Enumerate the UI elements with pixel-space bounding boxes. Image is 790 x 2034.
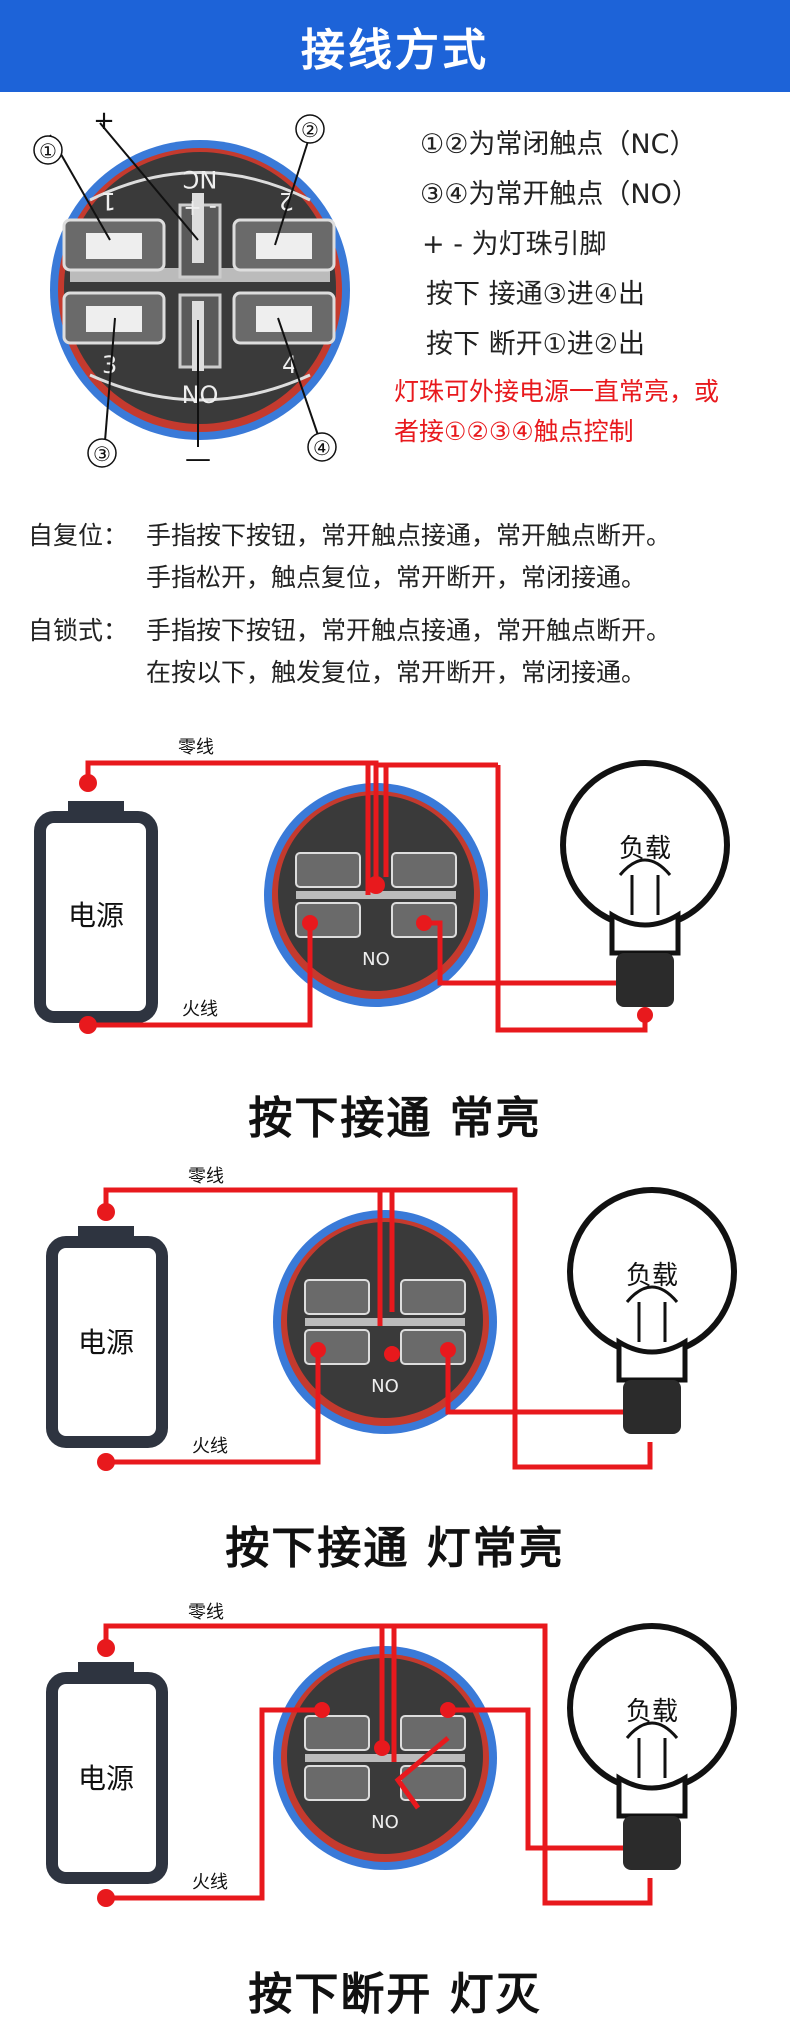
mode-row-reset: 自复位： 手指按下按钮，常开触点接通，常开触点断开。手指松开，触点复位，常开断开，… [28, 515, 671, 599]
mode-line: 手指按下按钮，常开触点接通，常开触点断开。 [146, 616, 672, 645]
mode-line: 手指松开，触点复位，常开断开，常闭接通。 [146, 563, 647, 592]
mode-label: 自锁式： [28, 616, 129, 645]
header-banner: 接线方式 [0, 0, 790, 92]
mode-line: 在按以下，触发复位，常开断开，常闭接通。 [146, 658, 647, 687]
no-label: NO [371, 1376, 399, 1397]
no-label: NO [182, 381, 219, 409]
load-label: 负载 [626, 1261, 678, 1291]
load-label: 负载 [626, 1697, 678, 1727]
mode-label: 自复位： [28, 521, 129, 550]
pin3-callout: ③ [93, 442, 111, 466]
plus-callout: + [93, 106, 115, 136]
wiring-diagram-1: 电源 NO 零线 火线 负载 [34, 737, 730, 1034]
live-wire-label: 火线 [192, 1872, 228, 1893]
power-source-label: 电源 [78, 1326, 134, 1359]
legend-line-4: 按下 接通③进④出 [426, 279, 645, 310]
switch-pinout-diagram: NC NO - + 1 2 3 4 ① ② ③ ④ + — [33, 106, 350, 474]
diagram-caption: 按下接通 常亮 [248, 1093, 542, 1144]
no-label: NO [371, 1812, 399, 1833]
pin1-callout: ① [39, 139, 57, 163]
mode-row-latch: 自锁式： 手指按下按钮，常开触点接通，常开触点断开。在按以下，触发复位，常开断开，… [28, 610, 671, 694]
nc-label: NC [183, 165, 218, 193]
neutral-wire-label: 零线 [178, 737, 214, 758]
power-source-label: 电源 [78, 1762, 134, 1795]
diagram-caption: 按下接通 灯常亮 [225, 1523, 565, 1574]
legend-line-5: 按下 断开①进②出 [426, 329, 645, 360]
live-wire-label: 火线 [192, 1436, 228, 1457]
pin4-callout: ④ [313, 436, 331, 460]
legend-note-2: 者接①②③④触点控制 [394, 417, 634, 446]
wiring-diagram-2: 电源 NO 零线 火线 负载 [46, 1166, 737, 1471]
minus-callout: — [185, 444, 211, 474]
load-label: 负载 [619, 834, 671, 864]
no-label: NO [362, 949, 390, 970]
mode-line: 手指按下按钮，常开触点接通，常开触点断开。 [146, 521, 672, 550]
pm-label: - + [183, 195, 216, 220]
page-title: 接线方式 [301, 25, 489, 76]
power-source-label: 电源 [68, 899, 124, 932]
num4-label: 4 [282, 351, 297, 379]
neutral-wire-label: 零线 [188, 1166, 224, 1187]
legend-line-3: + - 为灯珠引脚 [422, 229, 607, 260]
num1-label: 1 [101, 187, 116, 215]
diagram-caption: 按下断开 灯灭 [248, 1969, 542, 2020]
legend-line-2: ③④为常开触点（NO） [420, 179, 699, 210]
legend-note-1: 灯珠可外接电源一直常亮，或 [394, 377, 720, 406]
neutral-wire-label: 零线 [188, 1602, 224, 1623]
num3-label: 3 [102, 351, 117, 379]
live-wire-label: 火线 [182, 999, 218, 1020]
legend-line-1: ①②为常闭触点（NC） [420, 129, 697, 160]
wiring-diagram-3: 电源 NO 零线 火线 负载 [46, 1602, 737, 1907]
pin2-callout: ② [301, 118, 319, 142]
